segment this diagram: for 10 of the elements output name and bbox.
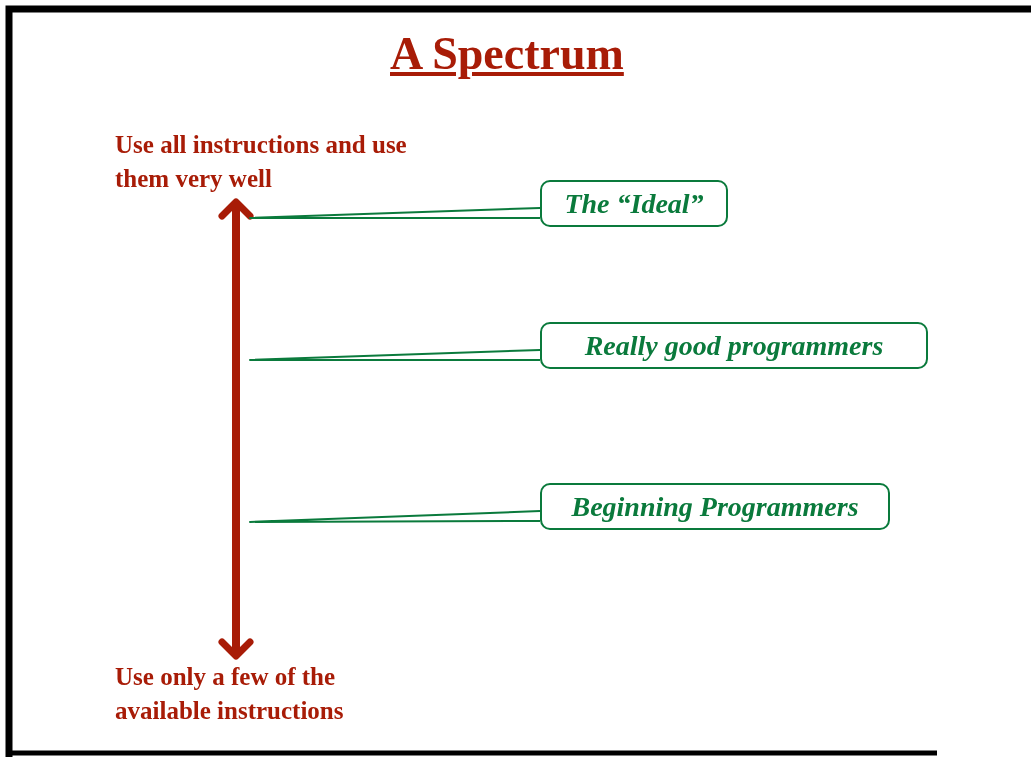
leader-line — [249, 510, 541, 523]
leader-line — [249, 207, 541, 219]
callout-box: Really good programmers — [540, 322, 928, 369]
leader-line — [249, 349, 541, 361]
slide-title: A Spectrum — [390, 27, 624, 81]
double-arrow — [218, 198, 254, 660]
callout-box: Beginning Programmers — [540, 483, 890, 530]
callout-box: The “Ideal” — [540, 180, 728, 227]
end-label: Use only a few of the available instructions — [115, 660, 435, 728]
end-label: Use all instructions and use them very well — [115, 128, 435, 196]
